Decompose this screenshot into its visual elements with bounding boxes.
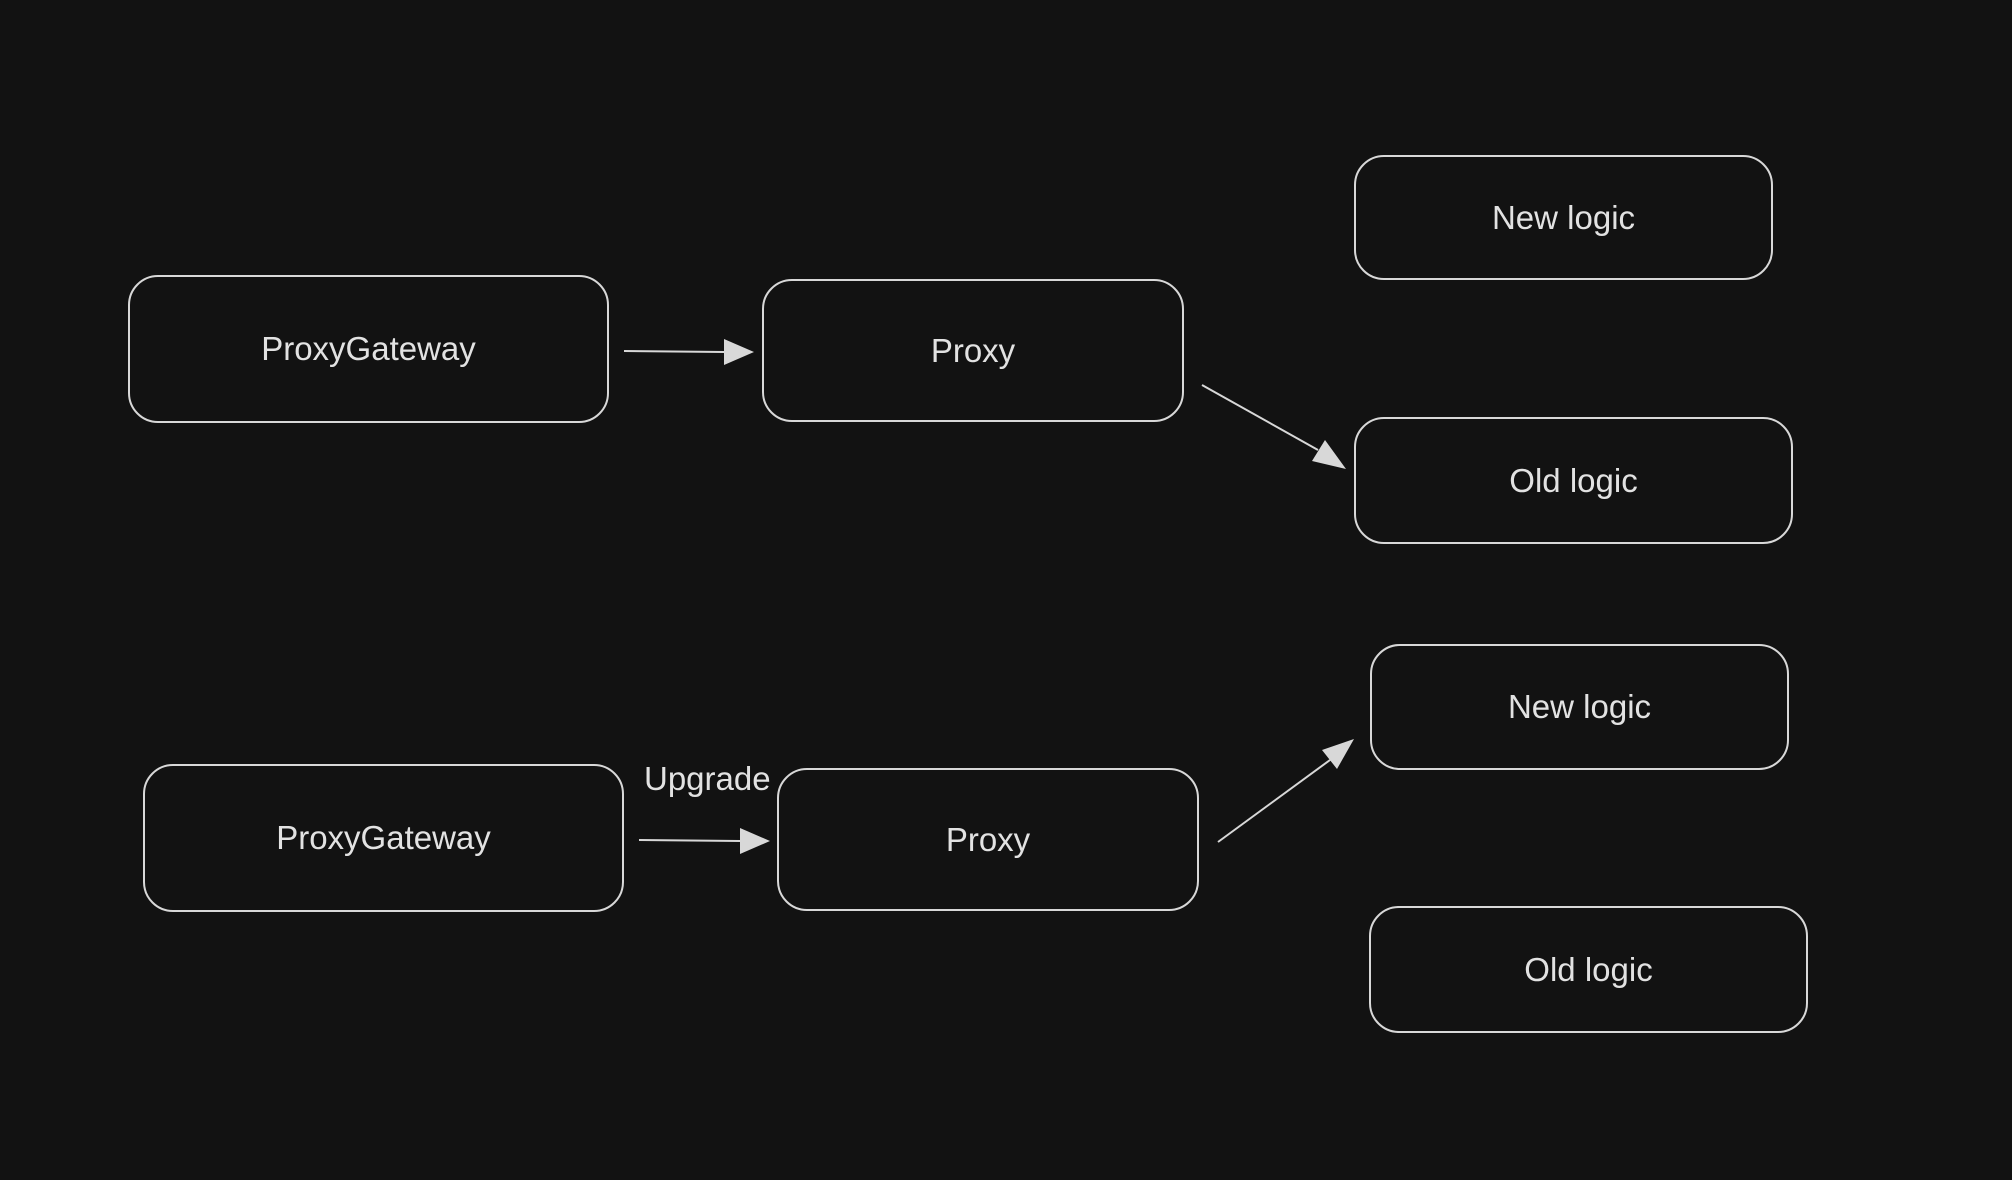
bottom-new-logic-node: New logic [1370, 644, 1789, 770]
bottom-arrow-gateway-to-proxy [638, 828, 770, 854]
bottom-proxy-gateway-label: ProxyGateway [276, 819, 491, 856]
bottom-new-logic-label: New logic [1507, 688, 1652, 725]
bottom-arrow-proxy-to-new-logic [1217, 739, 1354, 843]
top-new-logic-label: New logic [1491, 198, 1636, 236]
top-arrow-gateway-to-proxy [623, 339, 754, 365]
top-proxy-node: Proxy [762, 279, 1184, 422]
top-proxy-gateway-node: ProxyGateway [128, 275, 609, 423]
top-proxy-label: Proxy [930, 331, 1016, 369]
top-old-logic-node: Old logic [1354, 417, 1793, 544]
top-arrow-proxy-to-old-logic [1201, 384, 1346, 469]
upgrade-edge-label: Upgrade [644, 760, 771, 797]
top-proxy-gateway-label: ProxyGateway [261, 330, 476, 367]
bottom-old-logic-node: Old logic [1369, 906, 1808, 1033]
bottom-proxy-node: Proxy [777, 768, 1199, 911]
top-new-logic-node: New logic [1354, 155, 1773, 280]
bottom-proxy-gateway-node: ProxyGateway [143, 764, 624, 912]
top-old-logic-label: Old logic [1509, 461, 1638, 499]
bottom-old-logic-label: Old logic [1524, 950, 1653, 988]
bottom-proxy-label: Proxy [945, 820, 1031, 858]
